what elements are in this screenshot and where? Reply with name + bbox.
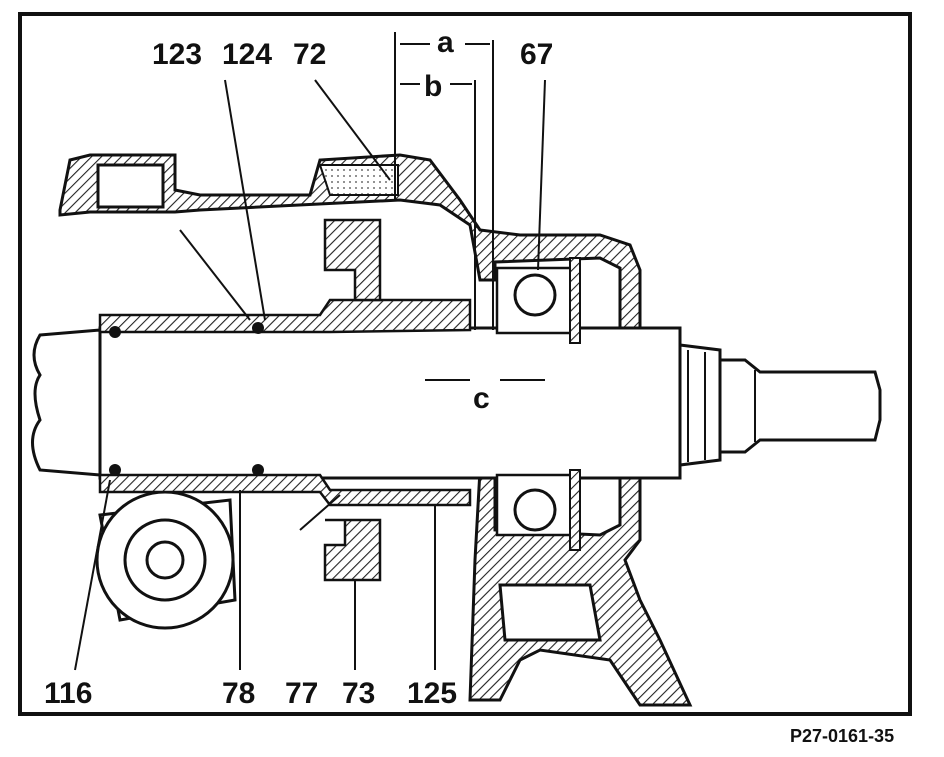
callout-125: 125 (407, 677, 457, 710)
callout-123: 123 (152, 38, 202, 71)
dimension-c: c (473, 382, 490, 415)
callout-72: 72 (293, 38, 326, 71)
callout-78: 78 (222, 677, 255, 710)
ball-bearing (495, 257, 581, 551)
callout-124: 124 (222, 38, 272, 71)
callout-77: 77 (285, 677, 318, 710)
callout-73: 73 (342, 677, 375, 710)
flange (323, 218, 382, 582)
dimension-b: b (424, 70, 442, 103)
o-rings (109, 322, 264, 476)
diagram-frame (18, 12, 912, 716)
callout-67: 67 (520, 38, 553, 71)
sleeve (98, 298, 472, 507)
dimension-a: a (437, 26, 454, 59)
housing-upper (58, 153, 642, 342)
dimension-lines (74, 32, 546, 671)
shaft (31, 326, 882, 480)
pulley (95, 490, 237, 630)
housing-lower (468, 468, 693, 707)
callout-116: 116 (44, 677, 92, 710)
figure-reference: P27-0161-35 (790, 726, 894, 746)
